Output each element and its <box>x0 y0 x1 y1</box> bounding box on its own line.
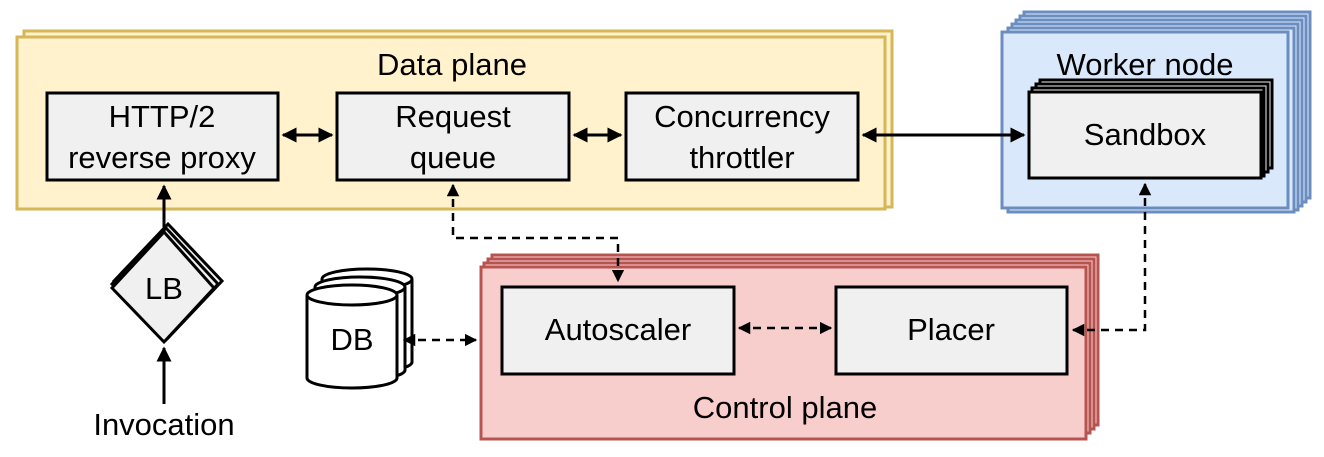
lb-label: LB <box>145 271 183 306</box>
queue-label-line1: Request <box>395 99 511 134</box>
invocation-label: Invocation <box>93 407 234 442</box>
proxy-label-line1: HTTP/2 <box>109 99 216 134</box>
autoscaler-label: Autoscaler <box>545 312 691 347</box>
sandbox-box: Sandbox <box>1027 78 1274 180</box>
worker-node-title: Worker node <box>1057 47 1234 82</box>
http2-reverse-proxy-box: HTTP/2 reverse proxy <box>45 91 280 182</box>
sandbox-placer-dashed-arrow <box>1071 182 1152 337</box>
queue-autoscaler-dashed-arrow <box>446 183 625 283</box>
request-queue-box: Request queue <box>335 91 571 182</box>
db-label: DB <box>330 322 373 357</box>
throttler-label-line2: throttler <box>689 140 794 175</box>
sandbox-label: Sandbox <box>1084 117 1207 152</box>
database: DB <box>305 267 414 390</box>
autoscaler-box: Autoscaler <box>500 285 736 376</box>
data-plane-title: Data plane <box>377 47 527 82</box>
throttler-label-line1: Concurrency <box>654 99 830 134</box>
control-plane-title: Control plane <box>693 390 877 425</box>
placer-label: Placer <box>907 312 995 347</box>
concurrency-throttler-box: Concurrency throttler <box>624 91 860 182</box>
load-balancer: LB <box>109 221 225 345</box>
placer-box: Placer <box>834 285 1069 376</box>
proxy-label-line2: reverse proxy <box>68 140 256 175</box>
queue-label-line2: queue <box>410 140 496 175</box>
